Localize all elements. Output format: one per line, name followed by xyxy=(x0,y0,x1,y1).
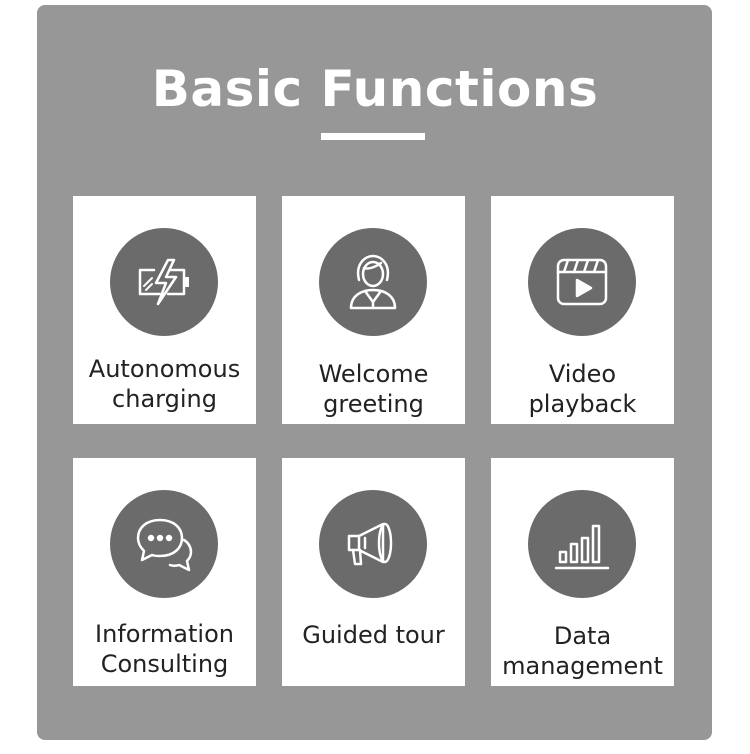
video-clapper-icon xyxy=(528,228,636,336)
receptionist-icon xyxy=(319,228,427,336)
page-title: Basic Functions xyxy=(151,60,599,118)
battery-charging-icon xyxy=(110,228,218,336)
card-label: Guided tour xyxy=(302,621,445,649)
card-guided-tour: Guided tour xyxy=(282,458,465,686)
bar-chart-icon xyxy=(528,490,636,598)
megaphone-icon xyxy=(319,490,427,598)
title-underline xyxy=(321,133,425,140)
chat-bubbles-icon xyxy=(110,490,218,598)
